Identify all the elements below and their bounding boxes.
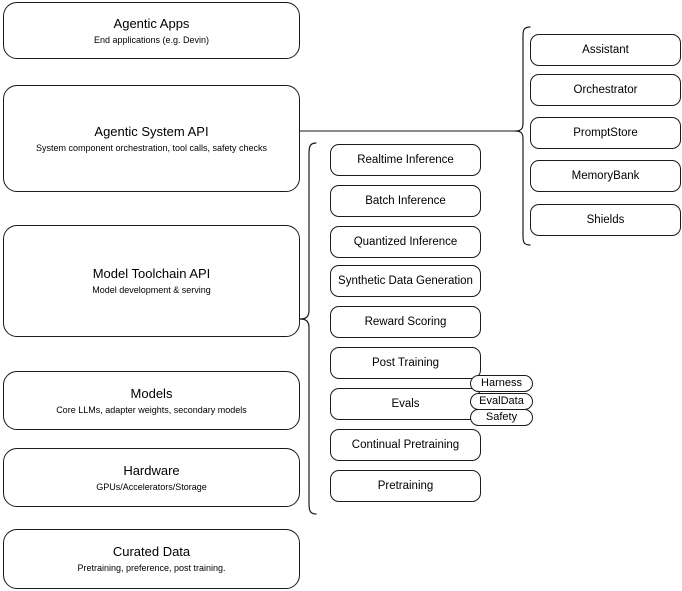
capability-label: Post Training: [371, 356, 440, 369]
layer-subtitle: System component orchestration, tool cal…: [35, 142, 268, 153]
capability-evals[interactable]: Evals: [330, 388, 481, 420]
system-api-connector-line: [300, 125, 522, 137]
layer-model-toolchain-api[interactable]: Model Toolchain API Model development & …: [3, 225, 300, 337]
eval-badge-harness[interactable]: Harness: [470, 375, 533, 392]
system-component-shields[interactable]: Shields: [530, 204, 681, 236]
layer-title: Agentic System API: [94, 123, 209, 139]
system-component-label: MemoryBank: [571, 169, 640, 182]
eval-badge-safety[interactable]: Safety: [470, 409, 533, 426]
capability-synthetic-data-generation[interactable]: Synthetic Data Generation: [330, 265, 481, 297]
system-component-label: Orchestrator: [573, 83, 638, 96]
system-component-assistant[interactable]: Assistant: [530, 34, 681, 66]
layer-title: Models: [130, 385, 173, 401]
eval-badge-label: Harness: [481, 377, 522, 389]
layer-subtitle: GPUs/Accelerators/Storage: [96, 481, 207, 492]
eval-badge-label: Safety: [485, 411, 518, 423]
system-component-label: Assistant: [582, 43, 629, 56]
eval-badge-evaldata[interactable]: EvalData: [470, 393, 533, 410]
layer-title: Hardware: [123, 462, 180, 478]
capability-label: Continual Pretraining: [351, 438, 460, 451]
layer-title: Model Toolchain API: [92, 266, 211, 281]
layer-subtitle: End applications (e.g. Devin): [93, 34, 210, 45]
capability-label: Reward Scoring: [364, 315, 447, 328]
capability-label: Synthetic Data Generation: [338, 274, 473, 287]
capability-label: Realtime Inference: [357, 153, 454, 166]
capability-label: Batch Inference: [365, 194, 446, 207]
layer-curated-data[interactable]: Curated Data Pretraining, preference, po…: [3, 529, 300, 589]
capability-pretraining[interactable]: Pretraining: [330, 470, 481, 502]
capability-label: Pretraining: [377, 479, 434, 492]
system-component-label: PromptStore: [573, 126, 638, 139]
toolchain-capabilities-brace: [298, 140, 318, 520]
layer-subtitle: Core LLMs, adapter weights, secondary mo…: [56, 404, 247, 415]
layer-subtitle: Pretraining, preference, post training.: [77, 563, 226, 573]
layer-agentic-system-api[interactable]: Agentic System API System component orch…: [3, 85, 300, 192]
capability-post-training[interactable]: Post Training: [330, 347, 481, 379]
capability-quantized-inference[interactable]: Quantized Inference: [330, 226, 481, 258]
layer-title: Curated Data: [112, 544, 191, 559]
layer-agentic-apps[interactable]: Agentic Apps End applications (e.g. Devi…: [3, 2, 300, 59]
system-component-memorybank[interactable]: MemoryBank: [530, 160, 681, 192]
layer-models[interactable]: Models Core LLMs, adapter weights, secon…: [3, 371, 300, 430]
eval-badge-label: EvalData: [479, 395, 524, 407]
capability-continual-pretraining[interactable]: Continual Pretraining: [330, 429, 481, 461]
layer-title: Agentic Apps: [113, 15, 190, 31]
layer-subtitle: Model development & serving: [92, 285, 211, 295]
system-component-promptstore[interactable]: PromptStore: [530, 117, 681, 149]
capability-batch-inference[interactable]: Batch Inference: [330, 185, 481, 217]
capability-label: Quantized Inference: [353, 235, 458, 248]
capability-label: Evals: [391, 397, 420, 410]
system-component-orchestrator[interactable]: Orchestrator: [530, 74, 681, 106]
layer-hardware[interactable]: Hardware GPUs/Accelerators/Storage: [3, 448, 300, 507]
capability-realtime-inference[interactable]: Realtime Inference: [330, 144, 481, 176]
system-component-label: Shields: [586, 213, 625, 226]
capability-reward-scoring[interactable]: Reward Scoring: [330, 306, 481, 338]
